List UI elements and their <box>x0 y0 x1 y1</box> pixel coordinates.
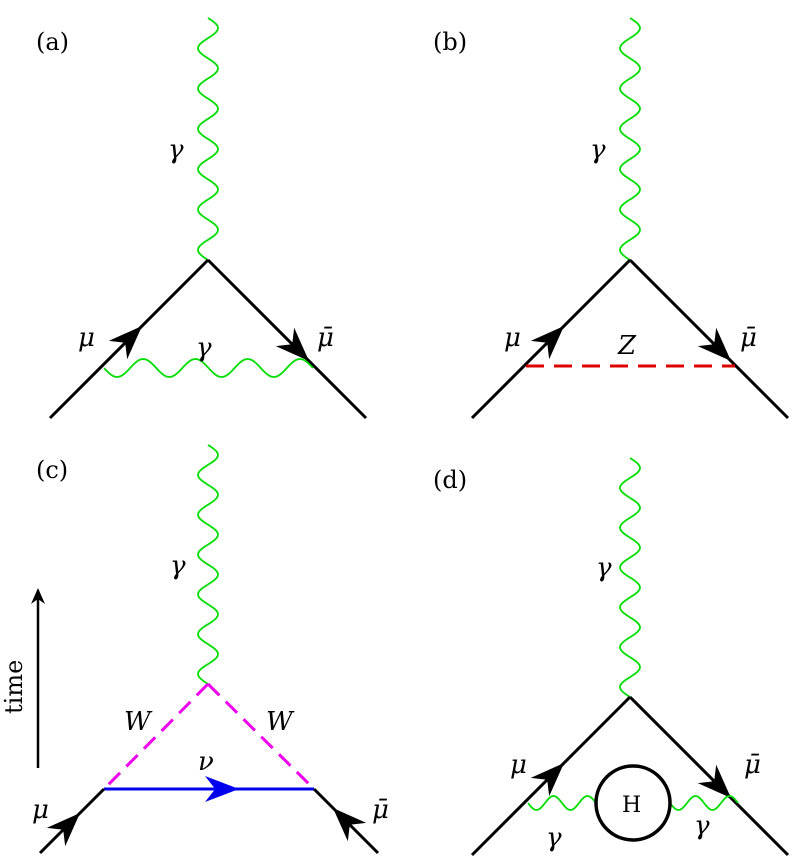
panel-b-antimuon-arrow <box>697 327 732 362</box>
panel-a: (a) γ μ μ̄ γ <box>36 17 368 420</box>
panel-b-label: (b) <box>433 28 467 56</box>
panel-c-mu-label: μ <box>32 795 49 825</box>
panel-b-muon-arrow <box>530 325 565 360</box>
panel-a-mubar-label: μ̄ <box>317 323 334 353</box>
panel-d-higgs-blob <box>594 764 672 842</box>
panel-a-mu-label: μ <box>78 323 95 353</box>
panel-a-antimuon-arrow <box>275 327 310 362</box>
panel-c-label: (c) <box>36 456 68 484</box>
panel-a-photon-label: γ <box>168 135 184 165</box>
panel-d-mu-label: μ <box>510 750 527 780</box>
panel-d-right-photon-label: γ <box>694 811 710 841</box>
panel-d-antimuon-line <box>628 695 790 857</box>
time-axis-label: time <box>0 660 28 714</box>
panel-c-w-right-line <box>206 682 316 791</box>
panel-d-left-photon-label: γ <box>546 823 562 853</box>
panel-a-label: (a) <box>36 28 69 56</box>
panel-a-photon-line <box>197 17 219 261</box>
panel-d-mubar-label: μ̄ <box>744 750 761 780</box>
panel-c-photon-label: γ <box>170 551 186 581</box>
panel-d: (d) γ H μ μ̄ γ γ <box>433 457 790 857</box>
panel-d-muon-arrow <box>530 762 565 797</box>
panel-b: (b) γ μ μ̄ Z <box>433 17 790 420</box>
panel-c-w-left-line <box>102 682 210 791</box>
panel-c-photon-line <box>197 444 219 685</box>
panel-d-left-photon <box>527 795 597 811</box>
panel-c-muon-arrow <box>46 812 81 847</box>
panel-b-antimuon-line <box>628 258 790 420</box>
panel-d-right-photon <box>669 795 739 811</box>
panel-c-w-right-label: W <box>266 707 295 737</box>
panel-d-photon-line <box>619 457 641 698</box>
panel-c-nu-label: ν <box>198 747 214 777</box>
panel-d-antimuon-arrow <box>697 764 732 799</box>
panel-d-photon-label: γ <box>596 553 612 583</box>
panel-c-neutrino-arrow <box>205 776 239 802</box>
panel-c-antimuon-arrow <box>332 807 367 842</box>
panel-a-loop-label: γ <box>196 333 212 363</box>
time-arrow-head <box>31 588 45 604</box>
panel-d-label: (d) <box>433 466 467 494</box>
panel-a-loop-photon <box>103 358 314 378</box>
panel-b-photon-label: γ <box>590 135 606 165</box>
panel-a-antimuon-line <box>206 258 368 420</box>
panel-b-mu-label: μ <box>504 323 521 353</box>
panel-b-photon-line <box>619 17 641 261</box>
panel-c-w-left-label: W <box>124 707 153 737</box>
panel-c-mubar-label: μ̄ <box>372 795 389 825</box>
panel-b-z-label: Z <box>617 331 637 361</box>
panel-b-mubar-label: μ̄ <box>740 323 757 353</box>
panel-a-muon-arrow <box>108 325 143 360</box>
panel-d-blob-label: H <box>622 793 641 818</box>
panel-c: (c) γ W W ν μ μ̄ time <box>0 444 389 855</box>
